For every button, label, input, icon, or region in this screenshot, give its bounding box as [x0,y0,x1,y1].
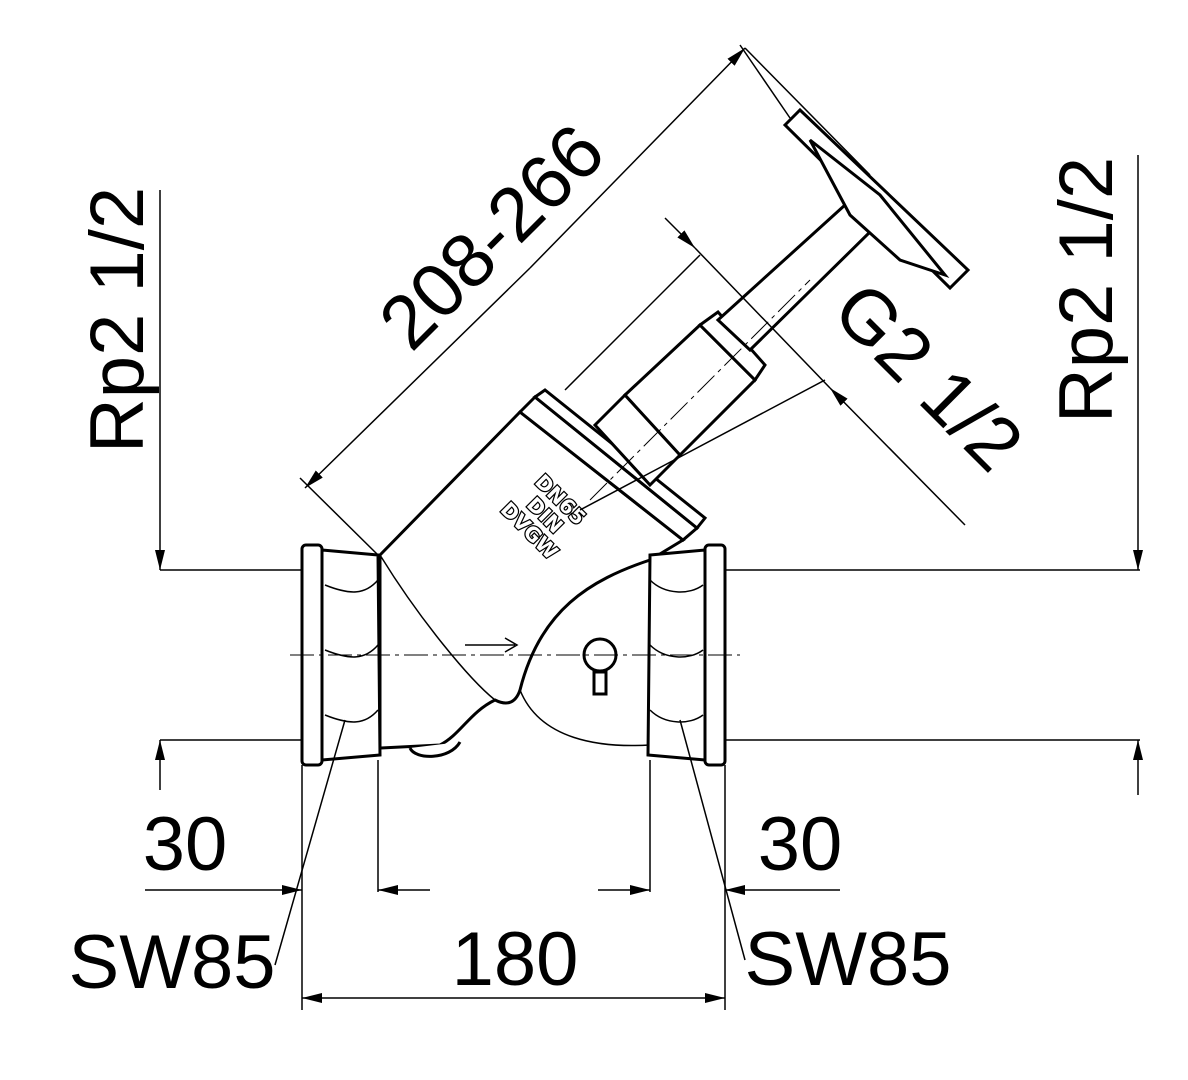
length-label: 208-266 [363,108,620,365]
left-thread-dimension: Rp2 1/2 [75,187,165,790]
left-wrench-label: SW85 [69,920,276,1005]
pipe-outline [160,569,1140,741]
left-depth-label: 30 [143,802,228,887]
bottom-dimensions: 30 30 180 SW85 SW85 [69,719,952,1010]
right-thread-dimension: Rp2 1/2 [1044,155,1143,795]
bonnet-thread-label: G2 1/2 [817,266,1038,487]
face-to-face-label: 180 [452,917,579,1002]
left-thread-label: Rp2 1/2 [75,187,160,453]
right-depth-label: 30 [758,802,843,887]
right-thread-label: Rp2 1/2 [1044,157,1129,423]
right-wrench-label: SW85 [745,917,952,1002]
stem-centerline [589,279,811,501]
